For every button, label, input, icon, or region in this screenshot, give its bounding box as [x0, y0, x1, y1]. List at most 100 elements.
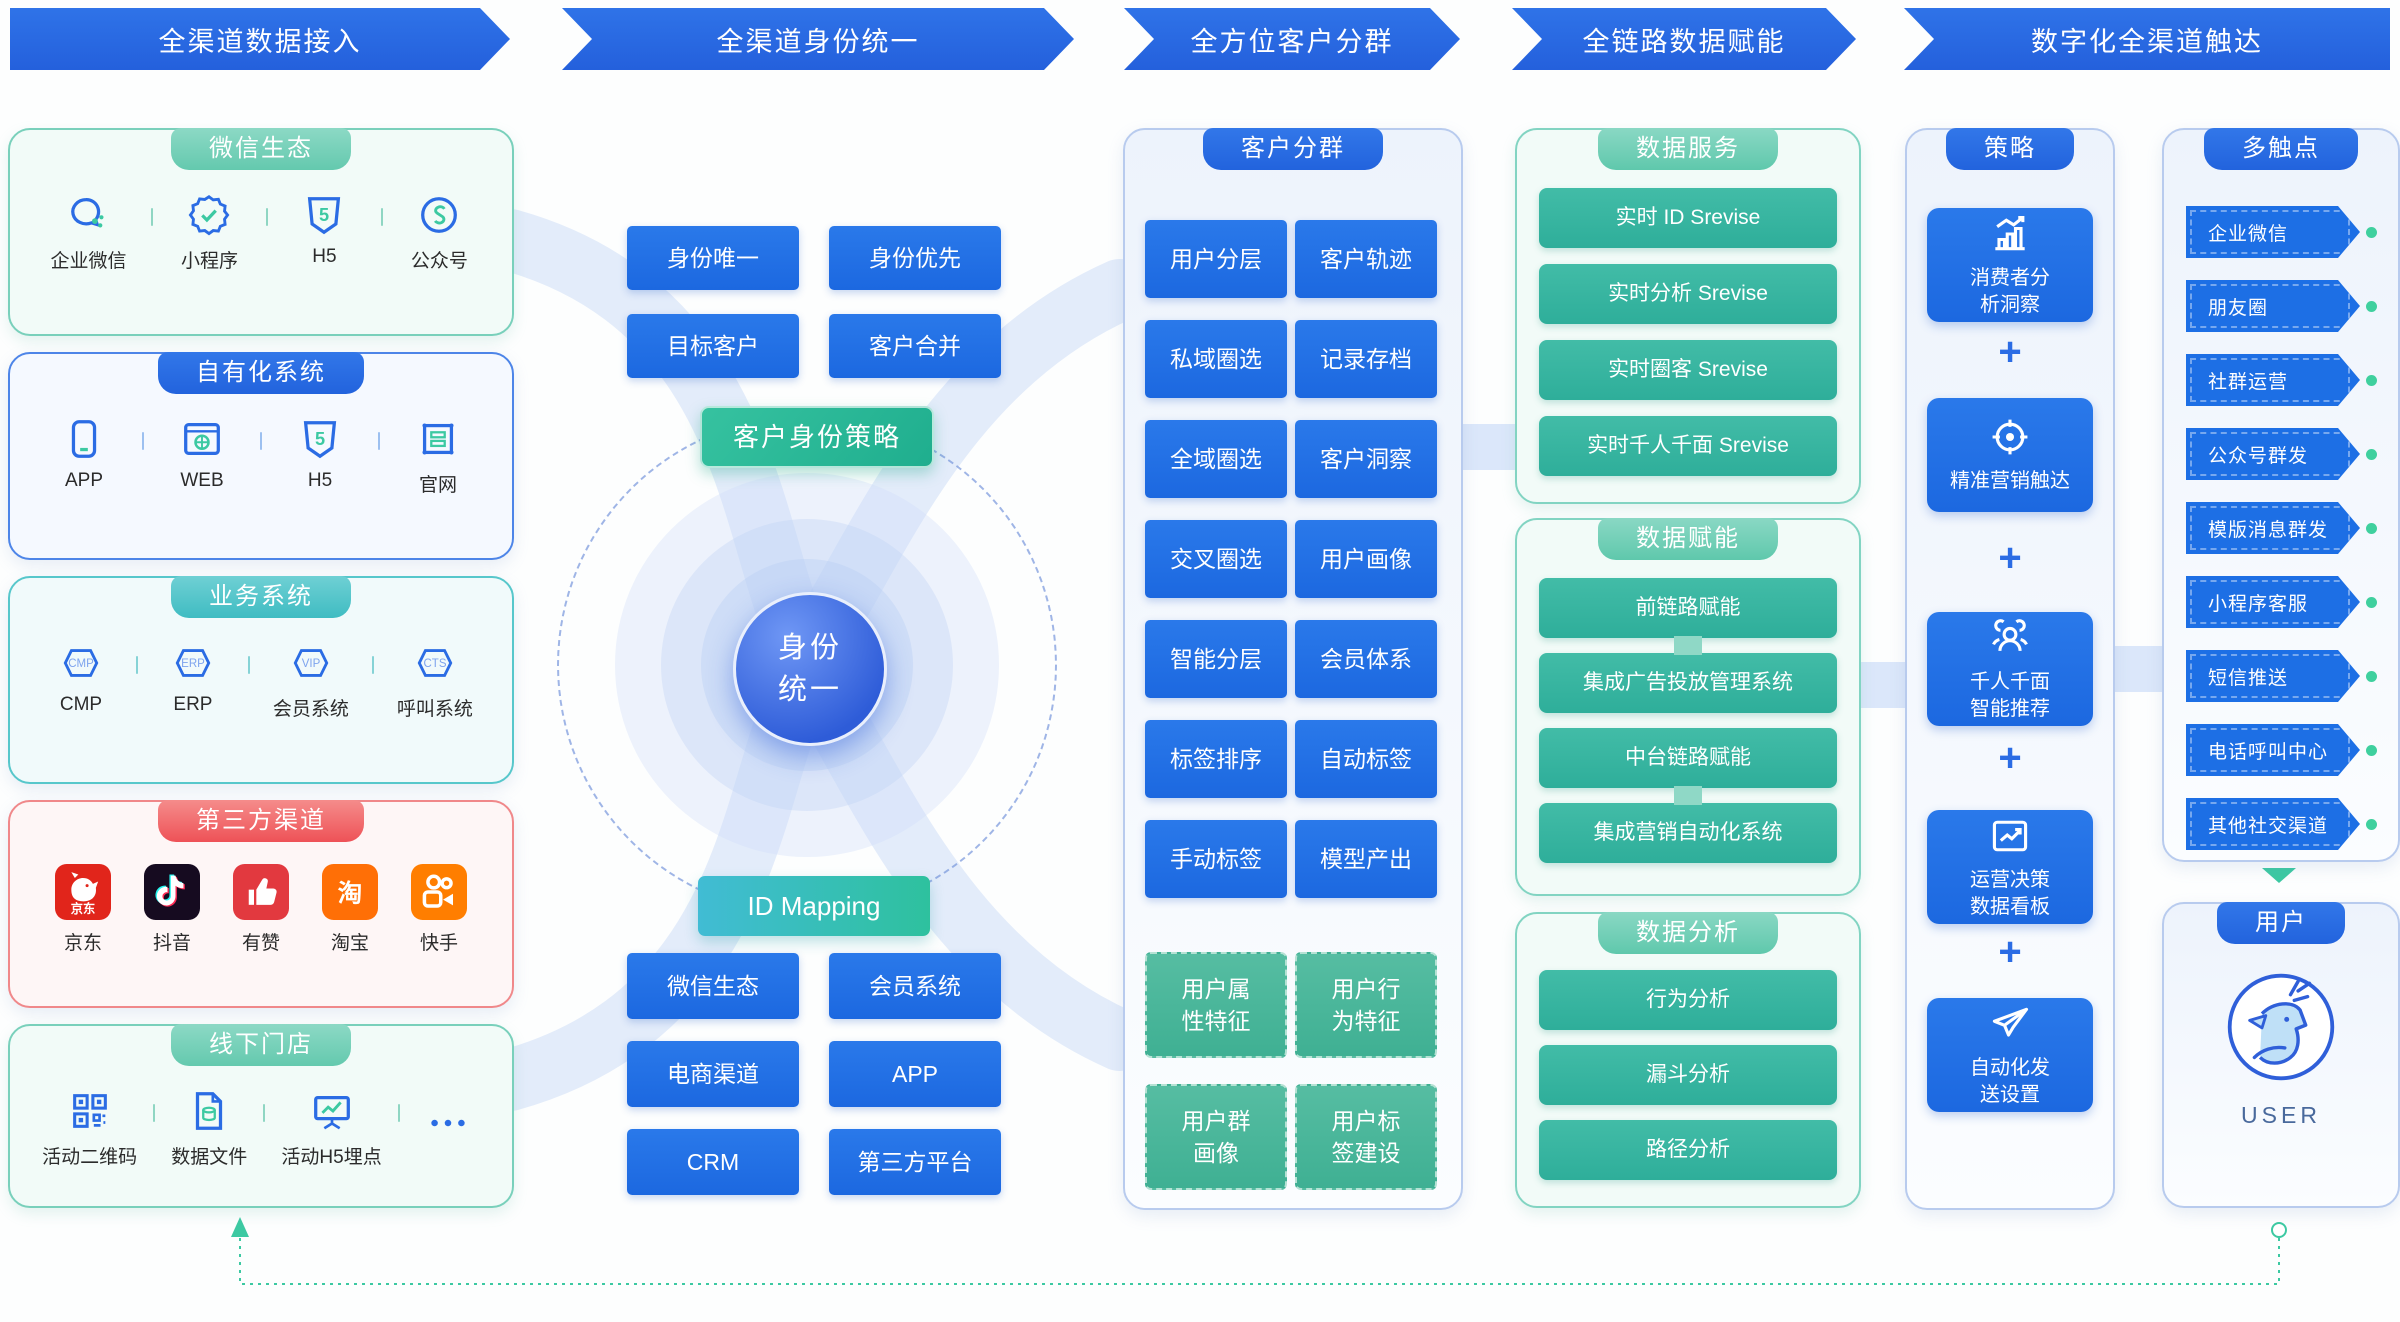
channel-item-label: H5	[312, 246, 337, 267]
segment-button: 客户轨迹	[1295, 220, 1437, 298]
identity-rule-button: 目标客户	[627, 314, 799, 378]
svg-text:5: 5	[319, 205, 329, 225]
strategy-step-label: 精准营销触达	[1950, 470, 2070, 492]
official-account-icon	[416, 192, 462, 238]
target-icon	[1988, 415, 2032, 459]
channel-item-label: 抖音	[152, 933, 191, 954]
strategy-step-label: 运营决策 数据看板	[1970, 868, 2050, 918]
identity-strategy-chip: 客户身份策略	[700, 406, 934, 468]
channel-item: 公众号	[407, 192, 471, 273]
channel-item-label: 小程序	[180, 251, 238, 272]
capability-button: 集成营销自动化系统	[1539, 803, 1837, 863]
panel-tab: 多触点	[2204, 128, 2358, 170]
touchpoint-arrow-button: 电话呼叫中心	[2186, 724, 2360, 776]
plus-icon: +	[1998, 330, 2022, 374]
youzan-app-icon	[233, 864, 289, 920]
touchpoint-dot-icon	[2366, 375, 2377, 386]
dashboard-chart-icon	[1988, 814, 2032, 858]
panel-tab: 用户	[2217, 902, 2345, 944]
item-divider	[135, 656, 138, 674]
panel-tab: 数据服务	[1598, 128, 1778, 170]
svg-text:CMP: CMP	[68, 658, 94, 670]
svg-text:VIP: VIP	[302, 658, 321, 670]
touchpoint-arrow-button: 短信推送	[2186, 650, 2360, 702]
strategy-step-button: 运营决策 数据看板	[1927, 810, 2093, 924]
channel-item: 活动H5埋点	[281, 1088, 382, 1169]
channel-item: 企业微信	[50, 192, 127, 273]
svg-text:淘: 淘	[338, 878, 363, 907]
segment-button: 自动标签	[1295, 720, 1437, 798]
kuaishou-app-icon	[411, 864, 467, 920]
svg-text:京东: 京东	[71, 901, 96, 916]
touchpoint-dot-icon	[2366, 227, 2377, 238]
id-mapping-chip: ID Mapping	[698, 876, 930, 936]
item-divider	[265, 208, 268, 226]
channel-item: 抖音	[140, 864, 204, 955]
identity-source-button: APP	[829, 1041, 1001, 1107]
identity-rule-button: 身份唯一	[627, 226, 799, 290]
h5-icon: 5	[301, 192, 347, 238]
segment-feature-button: 用户群 画像	[1145, 1084, 1287, 1190]
h5-icon: 5	[297, 416, 343, 462]
segmentation-panel: 客户分群用户分层客户轨迹私域圈选记录存档全域圈选客户洞察交叉圈选用户画像智能分层…	[1123, 128, 1463, 1210]
user-label: USER	[2241, 1102, 2321, 1128]
touchpoint-dot-icon	[2366, 671, 2377, 682]
strategy-step-button: 千人千面 智能推荐	[1927, 612, 2093, 726]
channel-item-label: 企业微信	[50, 251, 127, 272]
panel-tab: 数据分析	[1598, 912, 1778, 954]
data-file-icon	[186, 1088, 232, 1134]
item-divider	[247, 656, 250, 674]
hex-erp-icon: ERP	[170, 640, 216, 686]
jd-app-icon: 京东	[55, 864, 111, 920]
panel-tab: 策略	[1946, 128, 2074, 170]
panel-items: 京东京东抖音有赞淘淘宝快手	[26, 864, 496, 955]
flow-step-2: 全渠道身份统一	[562, 8, 1074, 70]
capability-button: 实时 ID Srevise	[1539, 188, 1837, 248]
hex-cts-icon: CTS	[412, 640, 458, 686]
strategy-step-label: 自动化发 送设置	[1970, 1056, 2050, 1106]
capability-button: 中台链路赋能	[1539, 728, 1837, 788]
capability-button: 漏斗分析	[1539, 1045, 1837, 1105]
channel-item-label: 数据文件	[171, 1147, 248, 1168]
channel-item-label: 淘宝	[330, 933, 369, 954]
website-icon	[415, 416, 461, 462]
app-icon	[61, 416, 107, 462]
touchpoint-dot-icon	[2366, 745, 2377, 756]
web-icon	[179, 416, 225, 462]
taobao-app-icon: 淘	[322, 864, 378, 920]
h5-tracking-icon	[309, 1088, 355, 1134]
channel-item: 活动二维码	[42, 1088, 137, 1169]
svg-text:ERP: ERP	[181, 658, 205, 670]
touchpoint-dot-icon	[2366, 523, 2377, 534]
channel-item-label: WEB	[180, 470, 224, 491]
source-panel-offline-stores: 线下门店活动二维码数据文件活动H5埋点	[8, 1024, 514, 1208]
wecom-icon	[65, 192, 111, 238]
channel-item-label: H5	[307, 470, 333, 491]
touchpoint-arrow-button: 朋友圈	[2186, 280, 2360, 332]
touchpoint-arrow-button: 其他社交渠道	[2186, 798, 2360, 850]
segment-feature-button: 用户标 签建设	[1295, 1084, 1437, 1190]
channel-item-label: 公众号	[410, 251, 468, 272]
flow-step-1: 全渠道数据接入	[10, 8, 510, 70]
touchpoint-dot-icon	[2366, 301, 2377, 312]
audience-chart-icon	[1988, 212, 2032, 256]
item-divider	[142, 432, 144, 450]
item-divider	[378, 432, 380, 450]
channel-item-label: 有赞	[241, 933, 280, 954]
hex-cmp-icon: CMP	[58, 640, 104, 686]
segment-button: 手动标签	[1145, 820, 1287, 898]
plus-icon: +	[1998, 536, 2022, 580]
panel-tab: 自有化系统	[158, 352, 364, 394]
panel-tab: 第三方渠道	[158, 800, 364, 842]
user-panel: 用户 USER	[2162, 902, 2400, 1208]
channel-item: 数据文件	[171, 1088, 247, 1169]
data-enablement-panel: 数据赋能前链路赋能集成广告投放管理系统中台链路赋能集成营销自动化系统	[1515, 518, 1861, 896]
